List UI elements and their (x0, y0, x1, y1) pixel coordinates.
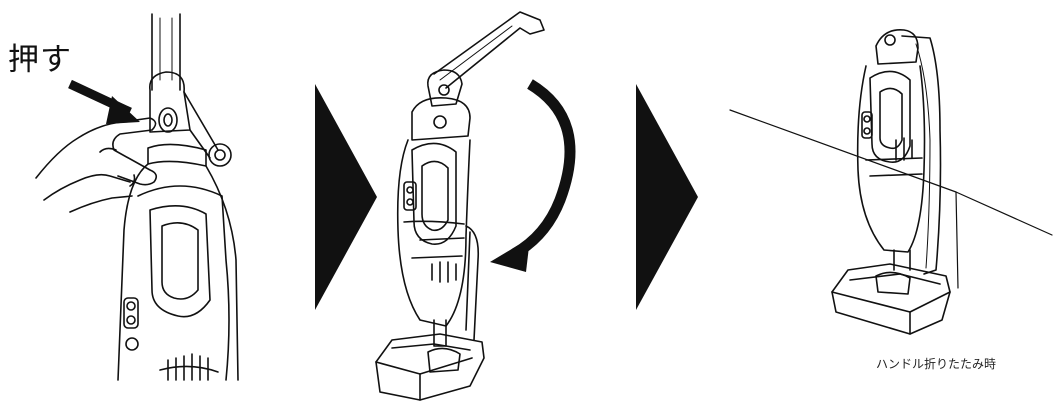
push-label: 押す (8, 34, 72, 79)
vacuum-folding (376, 12, 544, 400)
triangle-right-icon (636, 84, 698, 310)
curved-arrow-icon (490, 238, 530, 272)
vacuum-folded (730, 30, 1052, 334)
handle-folded-caption: ハンドル折りたたみ時 (876, 355, 996, 372)
triangle-right-icon (315, 84, 377, 310)
curved-arrow-icon (514, 84, 570, 254)
